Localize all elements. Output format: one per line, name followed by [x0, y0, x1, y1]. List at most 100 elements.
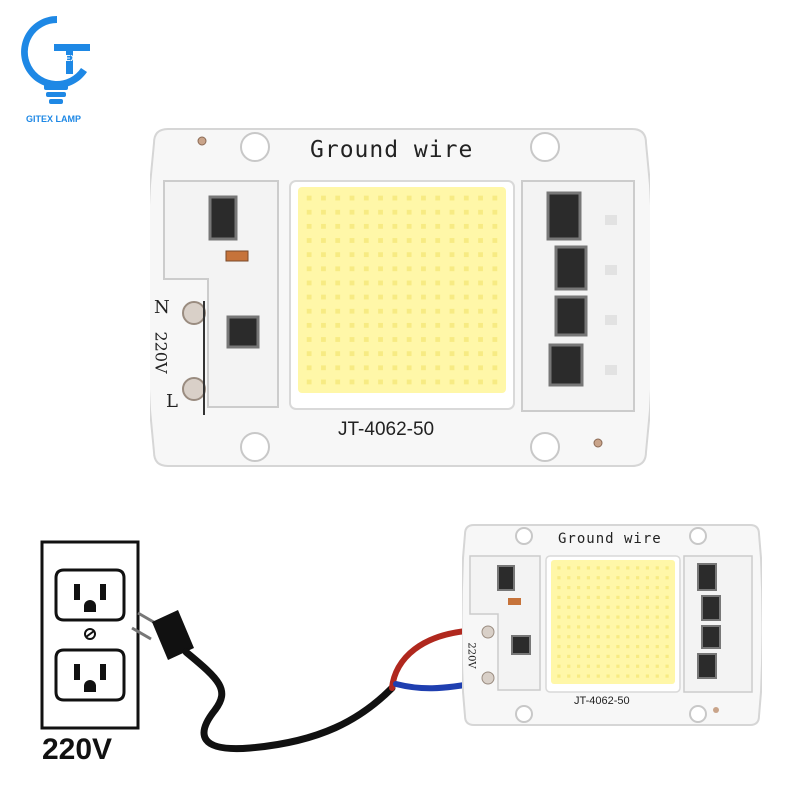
led-chip [567, 635, 571, 639]
led-chip [435, 280, 441, 286]
led-chip [626, 605, 630, 609]
led-chip [492, 223, 498, 229]
led-chip [463, 238, 469, 243]
led-chip [321, 280, 326, 286]
led-chip [655, 566, 659, 570]
led-chip [463, 252, 469, 258]
led-chip [335, 294, 341, 300]
led-chip [478, 337, 483, 342]
led-chip [392, 379, 398, 385]
led-chip [306, 238, 312, 243]
led-chip [463, 322, 469, 328]
led-chip [306, 365, 312, 371]
led-chip [306, 209, 312, 215]
led-chip [665, 674, 669, 678]
led-chip [321, 294, 326, 300]
led-chip [626, 625, 630, 629]
ground-wire-label-small: Ground wire [558, 531, 662, 547]
led-chip [335, 365, 341, 371]
led-chip [435, 209, 441, 215]
led-chip [421, 252, 426, 258]
led-chip [349, 308, 355, 314]
led-chip [645, 576, 650, 580]
led-chip [596, 644, 600, 649]
led-chip [557, 674, 561, 678]
led-chip [306, 266, 312, 272]
led-chip [349, 280, 355, 286]
led-chip [421, 337, 426, 342]
led-chip [463, 379, 469, 385]
model-label: JT-4062-50 [338, 419, 435, 440]
led-chip [635, 585, 640, 590]
led-chip [645, 654, 650, 659]
led-chip [463, 365, 469, 371]
led-chip [478, 238, 483, 243]
led-chip [645, 674, 650, 678]
led-chip [321, 308, 326, 314]
led-chip [478, 195, 483, 201]
led-chip [306, 294, 312, 300]
led-chip [626, 585, 630, 590]
led-chip [492, 280, 498, 286]
led-chip [335, 322, 341, 328]
led-chip [321, 365, 326, 371]
led-chip [363, 365, 369, 371]
led-chip [378, 280, 383, 286]
led-chip [478, 322, 483, 328]
led-chip [606, 674, 610, 678]
led-chip [606, 615, 610, 619]
led-chip [635, 615, 640, 619]
led-chip [306, 252, 312, 258]
led-chip [665, 635, 669, 639]
led-chip [478, 252, 483, 258]
led-chip [645, 625, 650, 629]
led-chip [606, 585, 610, 590]
led-chip [363, 195, 369, 201]
led-chip [665, 625, 669, 629]
led-chip [665, 654, 669, 659]
led-chip [435, 337, 441, 342]
led-chip [596, 674, 600, 678]
wall-outlet [40, 540, 140, 730]
led-chip [378, 252, 383, 258]
led-chip [655, 595, 659, 600]
led-chip [363, 379, 369, 385]
led-chip [378, 238, 383, 243]
led-chip [435, 351, 441, 357]
led-chip [655, 585, 659, 590]
led-chip [557, 654, 561, 659]
led-chip [492, 252, 498, 258]
led-chip [378, 209, 383, 215]
led-chip [335, 280, 341, 286]
led-chip [463, 294, 469, 300]
led-chip [635, 605, 640, 609]
led-chip [635, 576, 640, 580]
led-chip [421, 223, 426, 229]
brand-name: GITEX LAMP [26, 114, 82, 124]
led-chip [449, 322, 455, 328]
led-module-small: Ground wire JT-4062-50 220V [460, 522, 764, 728]
led-chip [392, 294, 398, 300]
led-chip [421, 322, 426, 328]
led-chip [463, 223, 469, 229]
led-chip [576, 576, 581, 580]
led-chip [363, 294, 369, 300]
led-chip [406, 337, 412, 342]
led-chip [492, 266, 498, 272]
led-chip [463, 195, 469, 201]
led-chip [645, 595, 650, 600]
led-chip [321, 195, 326, 201]
led-chip [596, 615, 600, 619]
led-chip [478, 379, 483, 385]
led-chip [567, 576, 571, 580]
led-chip [655, 615, 659, 619]
led-chip [349, 337, 355, 342]
led-chip [421, 294, 426, 300]
led-chip [567, 625, 571, 629]
led-chip [626, 595, 630, 600]
led-chip [567, 615, 571, 619]
led-chip [586, 585, 591, 590]
led-chip [557, 635, 561, 639]
led-chip-grid-small [557, 566, 669, 678]
led-chip [586, 595, 591, 600]
